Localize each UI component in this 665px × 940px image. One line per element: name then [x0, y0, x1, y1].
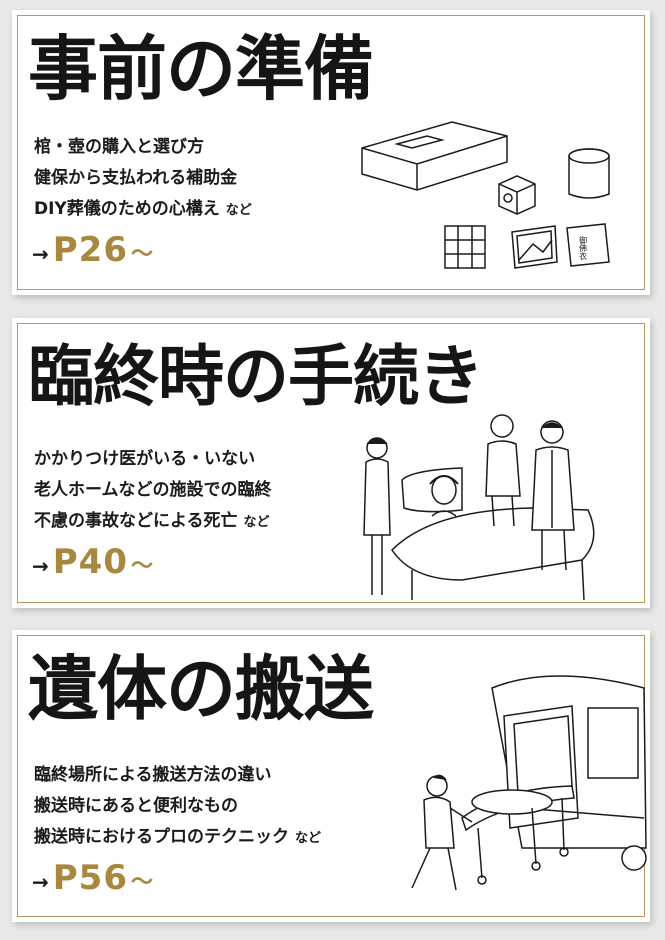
section-card-body-transport: 遺体の搬送 臨終場所による搬送方法の違い 搬送時にあると便利なもの 搬送時におけ…	[12, 630, 650, 922]
topic-item: 棺・壺の購入と選び方	[34, 137, 204, 157]
arrow-icon: →	[32, 870, 49, 894]
etc-label: など	[243, 515, 270, 530]
tilde-mark: 〜	[131, 554, 154, 579]
nurse-figure	[364, 438, 390, 595]
grid-sheet-icon	[445, 226, 485, 268]
robe-label: 御佛衣	[579, 235, 588, 261]
topic-text: DIY葬儀のための心構え	[34, 199, 220, 219]
topic-item: 臨終場所による搬送方法の違い	[34, 765, 272, 785]
card-frame	[17, 323, 645, 603]
page-reference: →P26〜	[32, 230, 153, 270]
section-card-preparation: 事前の準備 棺・壺の購入と選び方 健保から支払われる補助金 DIY葬儀のための心…	[12, 10, 650, 295]
section-title: 臨終時の手続き	[28, 338, 484, 415]
topic-item: DIY葬儀のための心構えなど	[34, 194, 252, 226]
hearse-vehicle-icon	[492, 676, 646, 870]
tilde-mark: 〜	[131, 870, 154, 895]
page-number: P26	[52, 230, 128, 270]
funeral-supplies-illustration: 御佛衣	[357, 110, 617, 280]
burial-robe-package-icon	[567, 224, 609, 266]
patient-figure	[430, 476, 458, 516]
transport-illustration	[382, 668, 650, 898]
urn-icon	[569, 149, 609, 198]
page-reference: →P40〜	[32, 542, 153, 582]
urn-box-icon	[499, 176, 535, 214]
topic-item: 搬送時におけるプロのテクニックなど	[34, 822, 321, 854]
topic-item: 搬送時にあると便利なもの	[34, 796, 238, 816]
topic-list: 臨終場所による搬送方法の違い 搬送時にあると便利なもの 搬送時におけるプロのテク…	[34, 760, 321, 854]
topic-list: 棺・壺の購入と選び方 健保から支払われる補助金 DIY葬儀のための心構えなど	[34, 132, 252, 226]
page-number: P56	[52, 858, 128, 898]
section-title: 遺体の搬送	[28, 648, 374, 730]
topic-item: 老人ホームなどの施設での臨終	[34, 480, 272, 500]
stretcher-icon	[462, 786, 574, 884]
family-member-figure	[486, 415, 520, 526]
arrow-icon: →	[32, 554, 49, 578]
transport-worker-figure	[412, 775, 472, 890]
arrow-icon: →	[32, 242, 49, 266]
topic-item: かかりつけ医がいる・いない	[34, 449, 256, 469]
etc-label: など	[295, 831, 322, 846]
doctor-figure	[532, 421, 574, 570]
topic-item: 健保から支払われる補助金	[34, 168, 238, 188]
topic-list: かかりつけ医がいる・いない 老人ホームなどの施設での臨終 不慮の事故などによる死…	[34, 444, 272, 538]
section-card-deathbed-procedures: 臨終時の手続き	[12, 318, 650, 608]
tilde-mark: 〜	[131, 242, 154, 267]
page-number: P40	[52, 542, 128, 582]
page-reference: →P56〜	[32, 858, 153, 898]
section-title: 事前の準備	[28, 28, 374, 110]
topic-text: 搬送時におけるプロのテクニック	[34, 827, 289, 847]
topic-item: 不慮の事故などによる死亡など	[34, 506, 272, 538]
card-frame	[17, 15, 645, 290]
deathbed-illustration	[352, 410, 640, 602]
topic-text: 不慮の事故などによる死亡	[34, 511, 238, 531]
etc-label: など	[225, 203, 252, 218]
coffin-icon	[362, 122, 507, 190]
memorial-photo-icon	[512, 226, 557, 268]
